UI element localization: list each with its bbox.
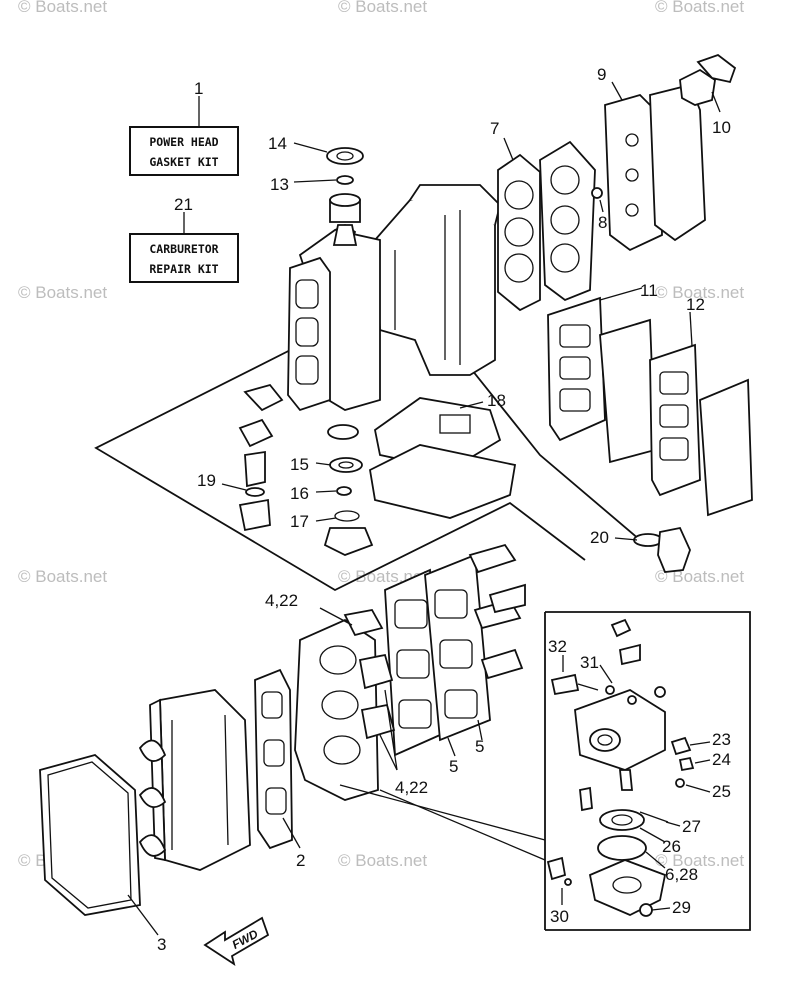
watermark: © Boats.net xyxy=(655,567,744,586)
watermark: © Boats.net xyxy=(18,567,107,586)
callout-12: 12 xyxy=(686,295,705,314)
float-chamber xyxy=(588,835,667,916)
cylinder-head xyxy=(539,140,596,302)
float-needle-parts xyxy=(670,736,695,788)
exhaust-gasket xyxy=(287,256,331,412)
callout-26: 26 xyxy=(662,837,681,856)
callout-30: 30 xyxy=(550,907,569,926)
callout-14: 14 xyxy=(268,134,287,153)
callout-8: 8 xyxy=(598,213,607,232)
power-head-gasket-kit-box: 1 POWER HEAD GASKET KIT xyxy=(129,79,239,176)
callout-6-28: 6,28 xyxy=(665,865,698,884)
kit-line-1: POWER HEAD xyxy=(149,135,218,149)
kit-line-2: REPAIR KIT xyxy=(149,262,218,276)
silencer-gasket xyxy=(39,754,141,916)
callout-15: 15 xyxy=(290,455,309,474)
callout-3: 3 xyxy=(157,935,166,954)
callout-27: 27 xyxy=(682,817,701,836)
float-and-pin xyxy=(599,809,669,831)
anode-cover xyxy=(633,526,691,573)
callout-24: 24 xyxy=(712,750,731,769)
intake-manifold xyxy=(294,608,396,801)
callout-4-22: 4,22 xyxy=(265,591,298,610)
carburetor-screw xyxy=(550,673,599,696)
carburetor-frame xyxy=(545,611,751,931)
callout-16: 16 xyxy=(290,484,309,503)
callout-7: 7 xyxy=(490,119,499,138)
callout-19: 19 xyxy=(197,471,216,490)
watermark: © Boats.net xyxy=(18,283,107,302)
head-cover-gasket xyxy=(604,93,663,252)
exhaust-cover-gasket xyxy=(547,296,606,442)
silencer-box xyxy=(138,689,251,871)
watermark: © Boats.net xyxy=(655,283,744,302)
callout-13: 13 xyxy=(270,175,289,194)
watermark: © Boats.net xyxy=(338,851,427,870)
watermark: © Boats.net xyxy=(18,0,107,16)
callout-1: 1 xyxy=(194,79,203,98)
head-gasket xyxy=(497,153,541,312)
callout-4-22: 4,22 xyxy=(395,778,428,797)
callout-5: 5 xyxy=(449,757,458,776)
kit-line-2: GASKET KIT xyxy=(149,155,218,169)
carburetor-body xyxy=(574,618,666,812)
watermark: © Boats.net xyxy=(655,851,744,870)
callout-5: 5 xyxy=(475,737,484,756)
leader-line xyxy=(339,784,546,841)
carburetor-gasket xyxy=(254,668,293,850)
watermark: © Boats.net xyxy=(655,0,744,16)
callout-25: 25 xyxy=(712,782,731,801)
exhaust-outer-cover xyxy=(699,378,753,517)
callout-2: 2 xyxy=(296,851,305,870)
callout-21: 21 xyxy=(174,195,193,214)
exhaust-inner-cover xyxy=(599,318,656,464)
bolt-part-8 xyxy=(591,187,603,199)
callout-23: 23 xyxy=(712,730,731,749)
head-cover xyxy=(649,83,706,242)
bushing-part-19 xyxy=(238,383,284,532)
reed-valve-plate xyxy=(384,553,491,757)
callout-20: 20 xyxy=(590,528,609,547)
callout-29: 29 xyxy=(672,898,691,917)
callout-10: 10 xyxy=(712,118,731,137)
thermostat-cover xyxy=(679,53,737,106)
callout-31: 31 xyxy=(580,653,599,672)
callout-11: 11 xyxy=(640,281,658,300)
callout-18: 18 xyxy=(487,391,506,410)
callout-32: 32 xyxy=(548,637,567,656)
kit-boundary-lines xyxy=(94,329,586,592)
callout-9: 9 xyxy=(597,65,606,84)
reed-blocks xyxy=(468,543,526,680)
watermark: © Boats.net xyxy=(338,0,427,16)
fwd-arrow-icon: FWD xyxy=(203,916,270,967)
kit-line-1: CARBURETOR xyxy=(149,242,218,256)
carburetor-repair-kit-box: 21 CARBURETOR REPAIR KIT xyxy=(129,195,239,283)
callout-17: 17 xyxy=(290,512,309,531)
base-gasket xyxy=(369,397,517,519)
lower-seal-stack xyxy=(323,424,374,556)
leader-line xyxy=(379,789,546,861)
drain-screw xyxy=(546,856,653,917)
exhaust-outer-gasket xyxy=(649,343,701,497)
upper-oil-seal xyxy=(326,147,364,246)
